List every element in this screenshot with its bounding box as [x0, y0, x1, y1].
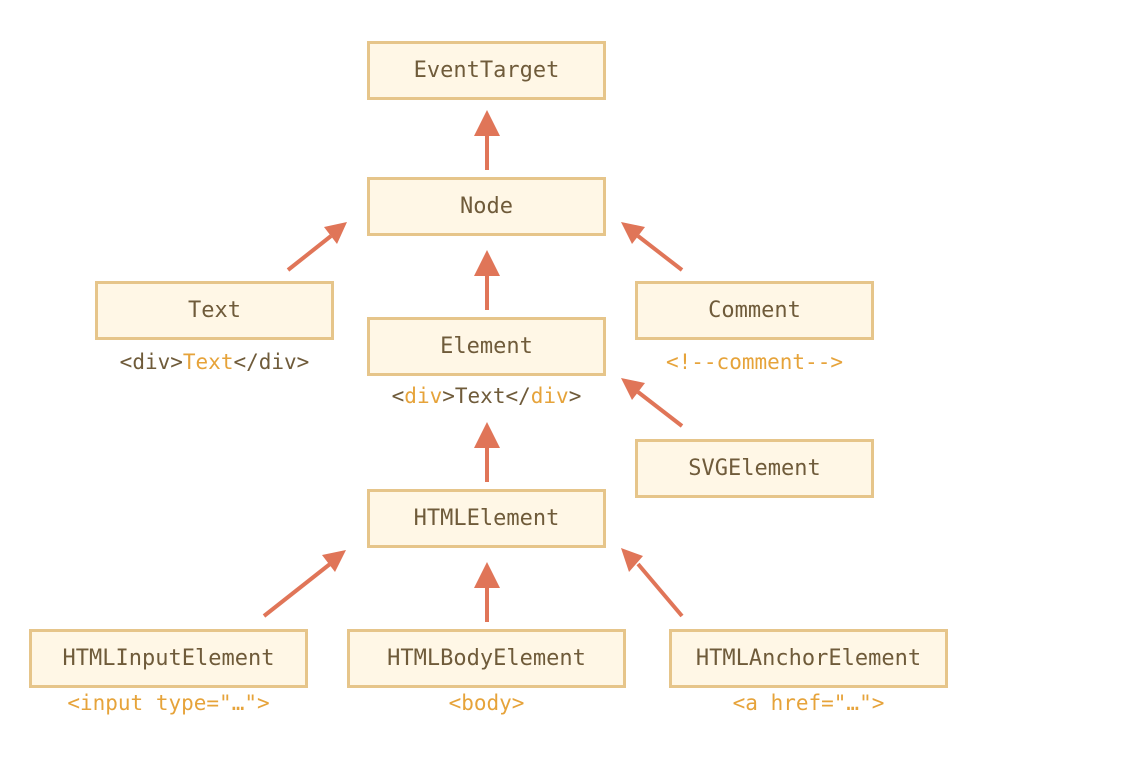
caption-text-example: <div>Text</div> [95, 350, 334, 374]
node-text-label: Text [188, 298, 241, 323]
node-htmlbodyelement-label: HTMLBodyElement [387, 646, 586, 671]
node-element-label: Element [440, 334, 533, 359]
caption-comment-example: <!--comment--> [635, 350, 874, 374]
caption-element-tag-close: div [530, 384, 569, 408]
node-element: Element [367, 317, 606, 376]
arrow-svgelement-to-element [621, 378, 684, 428]
node-htmlinputelement: HTMLInputElement [29, 629, 308, 688]
caption-comment-content: <!--comment--> [665, 350, 843, 374]
caption-element-gt: > [442, 384, 455, 408]
caption-body-content: <body> [448, 691, 525, 715]
arrow-comment-to-node [621, 222, 684, 272]
arrow-element-to-node [474, 250, 500, 310]
caption-element-gt-close: > [568, 384, 582, 408]
node-comment-label: Comment [708, 298, 801, 323]
node-node: Node [367, 177, 606, 236]
caption-element-tag: div [404, 384, 443, 408]
caption-input-content: <input type="…"> [67, 691, 270, 715]
node-htmlinputelement-label: HTMLInputElement [62, 646, 275, 671]
arrow-htmlinputelement-to-htmlelement [262, 550, 346, 618]
arrow-text-to-node [286, 222, 347, 272]
node-text: Text [95, 281, 334, 340]
caption-anchor-content: <a href="…"> [732, 691, 885, 715]
node-eventtarget: EventTarget [367, 41, 606, 100]
node-htmlanchorelement-label: HTMLAnchorElement [695, 646, 922, 671]
arrow-htmlelement-to-element [474, 422, 500, 482]
node-svgelement-label: SVGElement [688, 456, 821, 481]
arrow-htmlbodyelement-to-htmlelement [474, 562, 500, 622]
node-htmlanchorelement: HTMLAnchorElement [669, 629, 948, 688]
caption-anchor-example: <a href="…"> [669, 691, 948, 715]
arrow-node-to-eventtarget [474, 110, 500, 170]
caption-element-text: Text [454, 384, 506, 408]
node-htmlelement-label: HTMLElement [413, 506, 560, 531]
caption-element-lt-close: </ [505, 384, 531, 408]
node-htmlbodyelement: HTMLBodyElement [347, 629, 626, 688]
node-eventtarget-label: EventTarget [413, 58, 560, 83]
caption-text-content: Text [182, 350, 234, 374]
caption-input-example: <input type="…"> [29, 691, 308, 715]
node-svgelement: SVGElement [635, 439, 874, 498]
node-node-label: Node [460, 194, 513, 219]
caption-element-lt: < [391, 384, 405, 408]
node-htmlelement: HTMLElement [367, 489, 606, 548]
node-comment: Comment [635, 281, 874, 340]
caption-body-example: <body> [347, 691, 626, 715]
caption-element-example: <div>Text</div> [367, 384, 606, 408]
arrow-htmlanchorelement-to-htmlelement [621, 548, 684, 618]
caption-text-close-tag: </div> [233, 350, 310, 374]
caption-text-open-tag: <div> [119, 350, 183, 374]
